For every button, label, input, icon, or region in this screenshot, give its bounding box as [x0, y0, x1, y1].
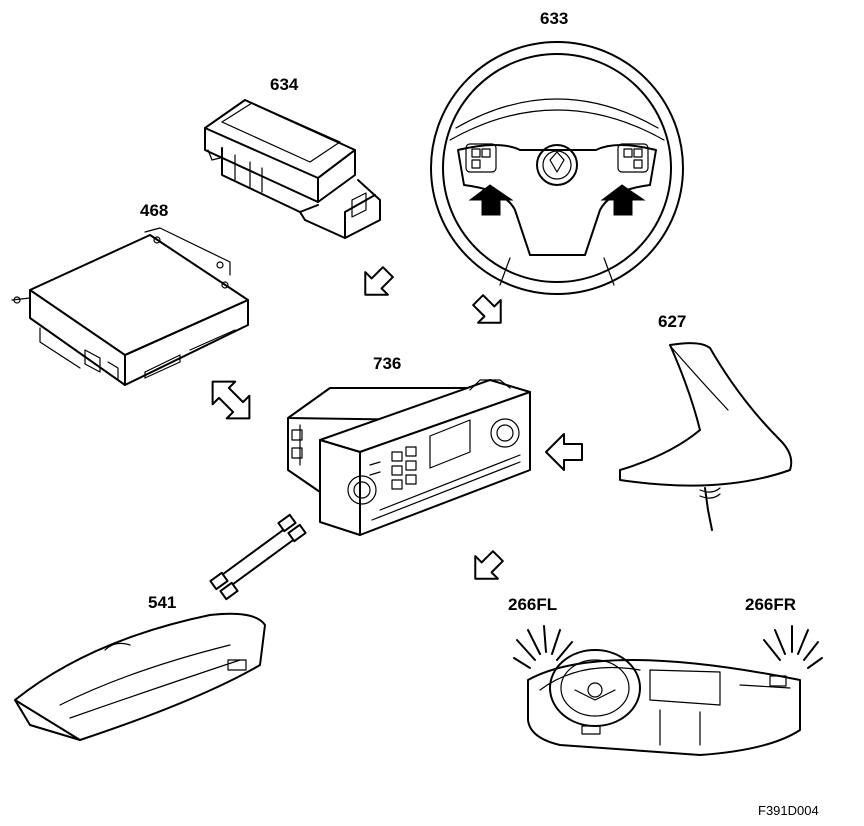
outlined-arrow-icon [364, 266, 394, 296]
label-radio-unit: 736 [373, 354, 402, 373]
label-speaker-front-right: 266FR [745, 595, 797, 614]
outlined-arrow-icon [545, 433, 583, 471]
navigation-unit-component [11, 227, 249, 386]
figure-code: F391D004 [758, 803, 819, 818]
label-navigation-unit: 468 [140, 201, 169, 220]
pointer-arrow-icon [468, 184, 514, 216]
pointer-arrow-icon [600, 184, 646, 216]
outlined-arrow-icon [472, 294, 502, 324]
label-instrument-panel: 541 [148, 593, 177, 612]
control-module-component [204, 99, 381, 239]
radio-unit-component [287, 379, 531, 536]
antenna-component [619, 342, 793, 531]
outlined-arrow-icon [474, 550, 504, 580]
steering-wheel-component [430, 41, 684, 295]
label-steering-wheel: 633 [540, 9, 569, 28]
label-speaker-front-left: 266FL [508, 595, 558, 614]
dashboard-speakers-component [513, 625, 823, 756]
instrument-panel-component [14, 612, 266, 741]
label-control-module: 634 [270, 75, 299, 94]
label-antenna: 627 [658, 312, 687, 331]
double-arrow-icon [211, 380, 251, 420]
fiber-connector-icon [209, 513, 307, 601]
